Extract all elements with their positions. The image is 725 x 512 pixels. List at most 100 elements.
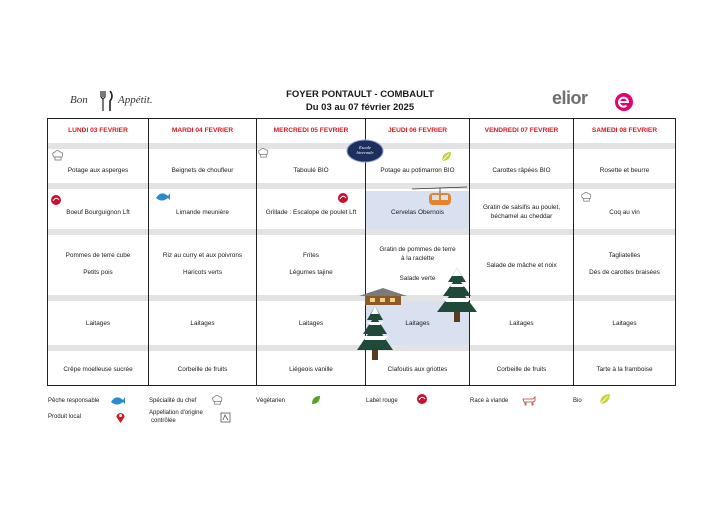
page-title: FOYER PONTAULT - COMBAULT Du 03 au 07 fé… (260, 88, 460, 114)
badge-line2: hivernale (356, 150, 374, 155)
side-dish: Légumes tajine (289, 269, 333, 276)
dairy: Laitages (85, 320, 111, 327)
elior-logo: elior (552, 88, 642, 111)
side-dish: Tagliatelles (608, 252, 641, 259)
day-header: MARDI 04 FEVRIER (171, 127, 234, 134)
badge-oval-icon (346, 139, 384, 163)
dairy: Laitages (509, 320, 534, 327)
main-dish: Gratin de salsifis au poulet, (482, 204, 561, 211)
legend-local: Produit local (48, 414, 82, 420)
starter: Rosette et beurre (599, 167, 650, 174)
menu-grid: LUNDI 03 FEVRIER Potage aux asperges Boe… (47, 118, 676, 386)
fork-knife-icon (100, 90, 113, 111)
starter: Potage au potimarron BIO (380, 167, 455, 174)
main-dish: Coq au vin (609, 209, 640, 216)
dairy: Laitages (612, 320, 637, 327)
chef-hat-icon (52, 150, 64, 161)
bio-leaf-icon (441, 152, 451, 162)
column-divider (365, 119, 366, 385)
label-rouge-icon (51, 195, 61, 205)
escale-hivernale-badge: Escale hivernale (346, 139, 384, 163)
day-column-thursday: JEUDI 06 FEVRIER Potage au potimarron BI… (366, 119, 469, 385)
legend-vegetarien: Végétarien (256, 398, 286, 404)
day-column-wednesday: MERCREDI 05 FEVRIER Taboulé BIO Grillade… (257, 119, 365, 385)
aoc-icon (220, 412, 231, 423)
main-dish: Limande meunière (176, 209, 229, 216)
badge-line1: Escale (359, 145, 371, 150)
logo-word-appetit: Appétit. (118, 94, 153, 106)
day-header: MERCREDI 05 FEVRIER (273, 127, 349, 134)
date-range: Du 03 au 07 février 2025 (305, 102, 415, 113)
main-dish: Grillade : Escalope de poulet Lft (265, 209, 357, 216)
location-pin-icon (116, 413, 125, 423)
bio-leaf-icon (599, 394, 610, 405)
site-name: FOYER PONTAULT - COMBAULT (286, 89, 434, 100)
row-separator (48, 229, 675, 235)
dessert: Corbeille de fruits (177, 366, 228, 373)
legend-aoc-line1: Appellation d'origine (149, 410, 203, 416)
dessert: Corbeille de fruits (496, 366, 547, 373)
column-divider (148, 119, 149, 385)
dairy: Laitages (405, 320, 430, 327)
row-separator (48, 295, 675, 301)
snowy-tree-icon (437, 268, 477, 322)
legend-aoc-line2: contrôlée (151, 418, 176, 424)
starter: Beignets de choufleur (171, 167, 234, 174)
dessert: Clafoutis aux griottes (387, 366, 448, 373)
side-dish: Frites (303, 252, 319, 259)
starter: Potage aux asperges (67, 167, 129, 174)
label-rouge-icon (417, 394, 427, 404)
elior-wordmark: elior (552, 88, 588, 108)
side-dish: Pommes de terre cube (65, 252, 131, 259)
column-divider (256, 119, 257, 385)
starter: Carottes râpées BIO (492, 167, 551, 174)
chef-hat-icon (581, 191, 592, 202)
legend-aoc: Appellation d'origine contrôlée (149, 409, 203, 425)
cow-icon (522, 396, 536, 406)
side-dish: Haricots verts (182, 269, 223, 276)
day-header: LUNDI 03 FEVRIER (68, 127, 128, 134)
chef-hat-icon (258, 147, 269, 158)
elior-e-icon (615, 93, 633, 111)
chef-hat-icon (212, 394, 223, 405)
side-dish: Gratin de pommes de terre (379, 246, 456, 253)
cable-car-icon (412, 186, 467, 205)
fish-icon (156, 193, 170, 201)
day-column-monday: LUNDI 03 FEVRIER Potage aux asperges Boe… (48, 119, 148, 385)
legend-peche: Pêche responsable (48, 398, 100, 404)
starter: Taboulé BIO (293, 167, 329, 174)
row-separator (48, 183, 675, 189)
legend-race: Race à viande (470, 398, 509, 404)
day-column-saturday: SAMEDI 08 FEVRIER Rosette et beurre Coq … (574, 119, 675, 385)
side-dish: Dés de carottes braisées (589, 269, 660, 276)
dairy: Laitages (298, 320, 324, 327)
snowy-tree-icon (357, 306, 393, 360)
day-header: VENDREDI 07 FEVRIER (484, 127, 559, 134)
legend-label-rouge: Label rouge (366, 398, 398, 404)
highlight-band (365, 191, 469, 229)
side-dish: Petits pois (83, 269, 113, 276)
day-column-friday: VENDREDI 07 FEVRIER Carottes râpées BIO … (470, 119, 573, 385)
chalet-icon (359, 288, 407, 305)
column-divider (469, 119, 470, 385)
day-column-tuesday: MARDI 04 FEVRIER Beignets de choufleur L… (149, 119, 256, 385)
side-dish: Riz au curry et aux poivrons (162, 252, 243, 259)
side-dish: Salade verte (399, 275, 436, 282)
main-dish: Cervelas Obernois (391, 209, 444, 216)
legend-bio: Bio (573, 398, 582, 404)
fish-icon (111, 397, 125, 405)
dessert: Liégeois vanille (289, 366, 333, 373)
leaf-icon (312, 396, 320, 404)
side-dish: à la raclette (400, 255, 435, 262)
dairy: Laitages (190, 320, 215, 327)
logo-word-bon: Bon (70, 94, 88, 106)
day-header: JEUDI 06 FEVRIER (388, 127, 447, 134)
dessert: Crêpe moelleuse sucrée (63, 366, 133, 373)
main-dish: béchamel au cheddar (490, 213, 553, 220)
main-dish: Boeuf Bourguignon Lft (66, 209, 130, 216)
dessert: Tarte à la framboise (596, 366, 653, 373)
side-dish: Salade de mâche et noix (486, 262, 557, 269)
label-rouge-icon (338, 193, 348, 203)
day-header: SAMEDI 08 FEVRIER (591, 127, 658, 134)
legend-specialite: Spécialité du chef (149, 398, 197, 404)
